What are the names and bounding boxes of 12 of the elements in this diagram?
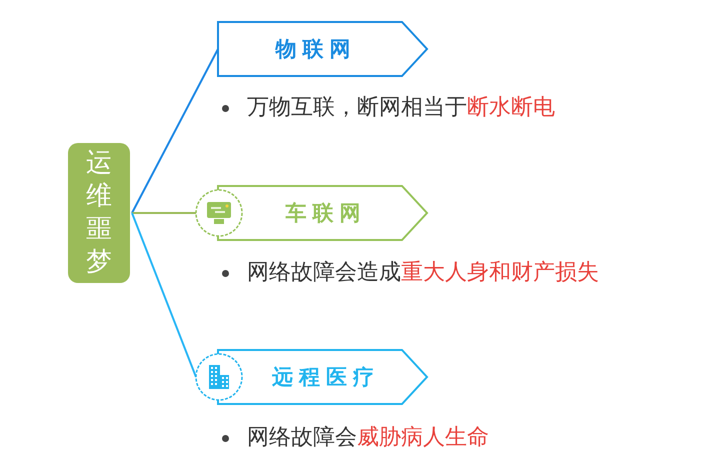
connector-line bbox=[132, 212, 196, 214]
root-box: 运维噩梦 bbox=[68, 143, 130, 283]
connector-line bbox=[131, 212, 197, 378]
arrow-tag bbox=[194, 185, 428, 241]
connector-line bbox=[131, 48, 219, 214]
arrow-tag bbox=[194, 349, 428, 405]
bullet-text: 网络故障会造成重大人身和财产损失 bbox=[247, 259, 599, 287]
bullet-text: 万物互联，断网相当于断水断电 bbox=[247, 94, 555, 122]
tag-label: 远程医疗 bbox=[271, 364, 381, 391]
tag-label: 车联网 bbox=[284, 200, 368, 227]
tag-label: 物联网 bbox=[274, 36, 358, 63]
bullet-text: 网络故障会威胁病人生命 bbox=[247, 424, 489, 452]
